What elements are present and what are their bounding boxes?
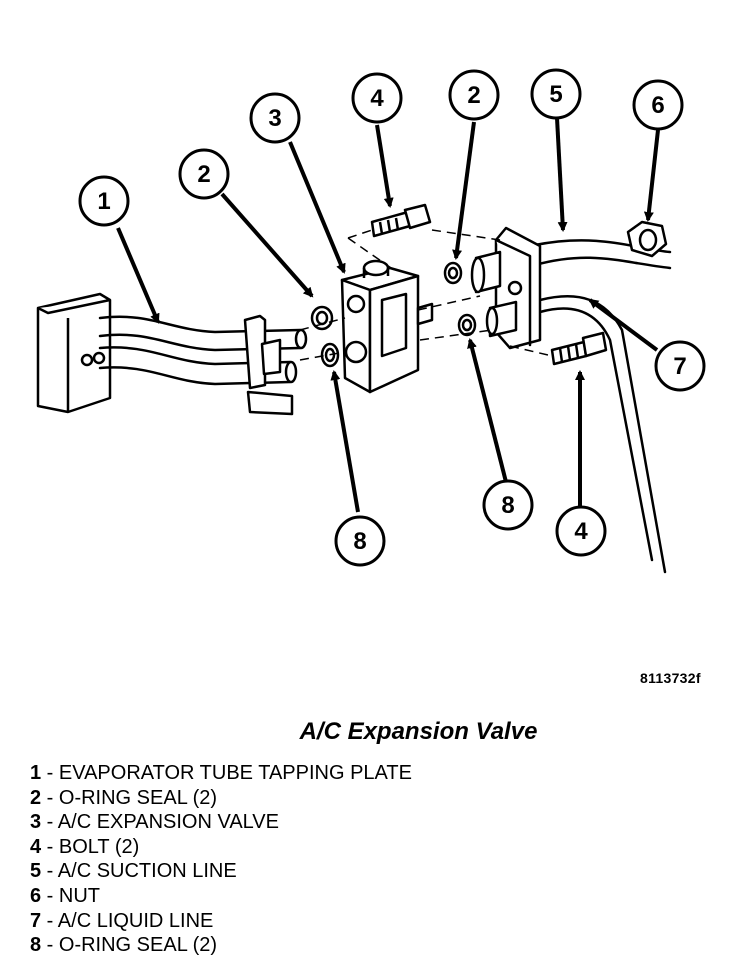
svg-text:4: 4 bbox=[574, 518, 588, 545]
callout-4-top: 4 bbox=[351, 72, 403, 124]
callout-4-bottom: 4 bbox=[555, 505, 607, 557]
callout-5: 5 bbox=[530, 68, 582, 120]
legend-item: 6 - NUT bbox=[30, 884, 101, 907]
svg-text:4: 4 bbox=[370, 85, 384, 112]
legend-item: 7 - A/C LIQUID LINE bbox=[30, 909, 214, 932]
expansion-valve-diagram: 1 2 3 4 2 5 6 7 8 4 8 bbox=[36, 68, 706, 574]
leader-lines bbox=[116, 117, 660, 513]
callout-8-right: 8 bbox=[482, 479, 534, 531]
legend-item: 4 - BOLT (2) bbox=[30, 835, 140, 858]
callout-7: 7 bbox=[654, 340, 706, 392]
expansion-valve-body bbox=[340, 259, 434, 394]
legend-item: 3 - A/C EXPANSION VALVE bbox=[30, 811, 279, 834]
legend-item: 1 - EVAPORATOR TUBE TAPPING PLATE bbox=[30, 762, 412, 784]
bolt-upper bbox=[370, 203, 432, 238]
svg-text:2: 2 bbox=[197, 161, 210, 188]
o-rings bbox=[310, 261, 477, 368]
svg-text:8: 8 bbox=[501, 492, 514, 519]
svg-text:2: 2 bbox=[467, 82, 480, 109]
svg-text:5: 5 bbox=[549, 81, 562, 108]
tapping-plate bbox=[36, 292, 112, 414]
svg-text:8: 8 bbox=[353, 528, 366, 555]
callout-6: 6 bbox=[632, 79, 684, 131]
bolt-lower bbox=[550, 331, 608, 366]
legend-item: 2 - O-RING SEAL (2) bbox=[30, 786, 218, 809]
refrigerant-lines bbox=[470, 226, 672, 574]
assembly-guide-lines bbox=[299, 229, 553, 361]
svg-text:6: 6 bbox=[651, 92, 664, 119]
diagram-title: A/C Expansion Valve bbox=[299, 718, 538, 745]
callout-1: 1 bbox=[78, 175, 130, 227]
callout-2-left: 2 bbox=[178, 148, 230, 200]
callout-2-right: 2 bbox=[448, 69, 500, 121]
figure-id: 8113732f bbox=[640, 670, 701, 686]
legend-item: 8 - O-RING SEAL (2) bbox=[30, 934, 218, 957]
svg-text:7: 7 bbox=[673, 353, 686, 380]
nut bbox=[626, 220, 668, 258]
svg-text:1: 1 bbox=[97, 188, 110, 215]
evaporator-tubes bbox=[98, 315, 308, 386]
callout-3: 3 bbox=[249, 92, 301, 144]
legend-item: 5 - A/C SUCTION LINE bbox=[30, 860, 237, 883]
parts-legend: 1 - EVAPORATOR TUBE TAPPING PLATE 2 - O-… bbox=[30, 761, 412, 958]
svg-text:3: 3 bbox=[268, 105, 281, 132]
callout-8-left: 8 bbox=[334, 515, 386, 567]
tube-bracket bbox=[243, 314, 294, 416]
